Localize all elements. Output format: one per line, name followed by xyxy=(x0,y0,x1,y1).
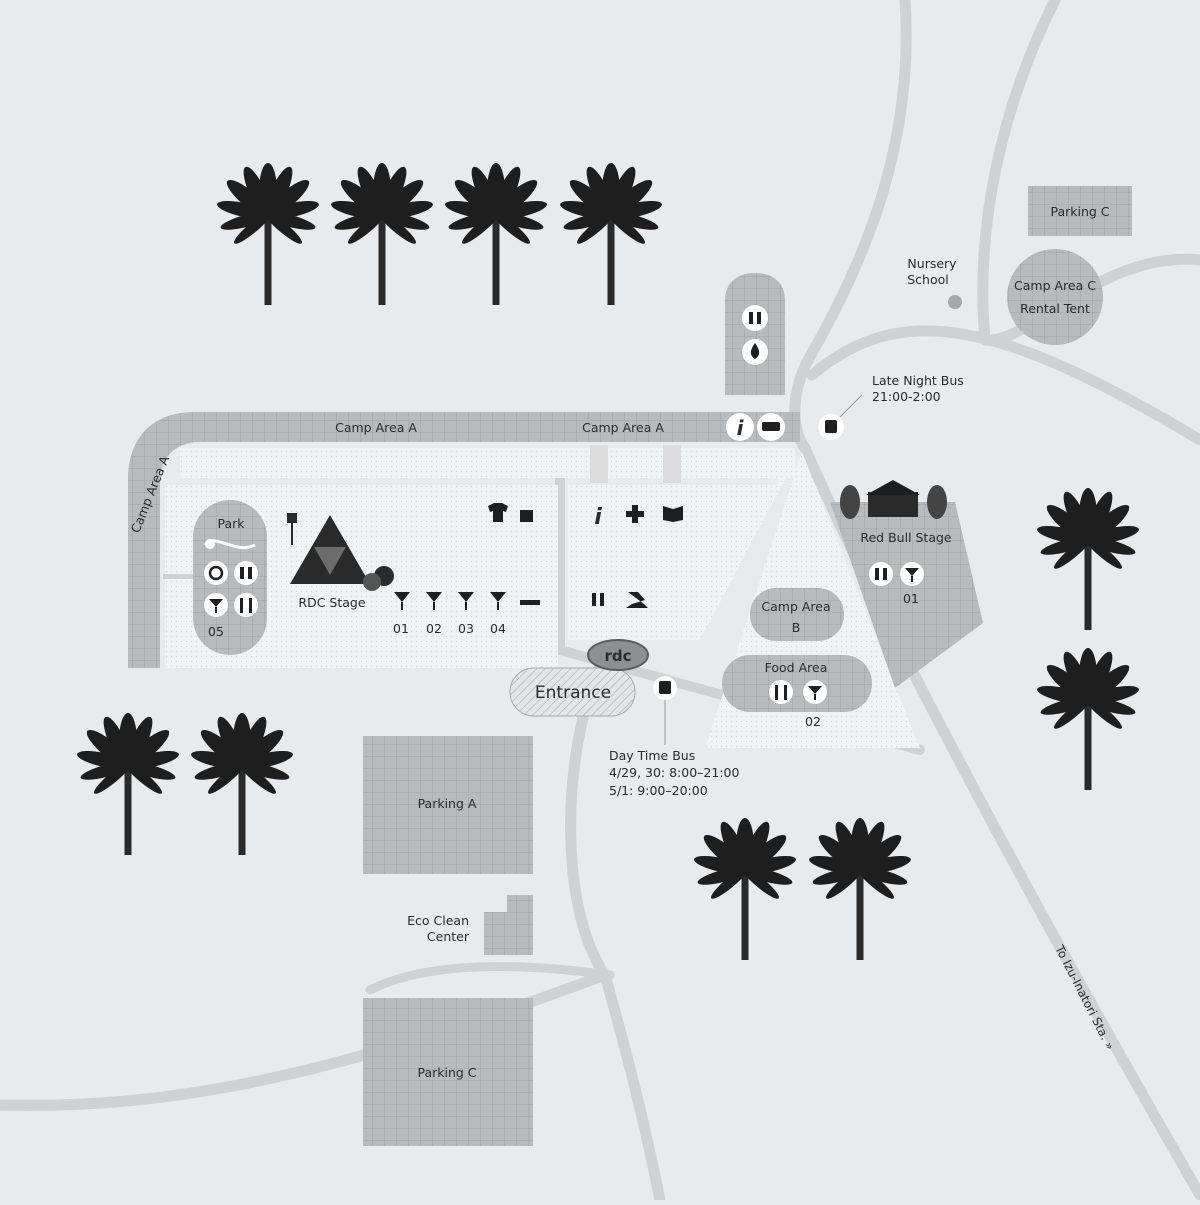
to-station-label: To Izu-Inatori Sta. » xyxy=(1052,942,1117,1052)
parking-c-top[interactable]: Parking C xyxy=(1028,186,1132,236)
food-area-number: 02 xyxy=(805,714,821,729)
cocktail-icon[interactable] xyxy=(426,592,442,610)
cocktail-icon[interactable] xyxy=(394,592,410,610)
svg-text:i: i xyxy=(737,416,745,440)
bar-number-04: 04 xyxy=(490,621,506,636)
parking-a-label: Parking A xyxy=(418,796,477,811)
palm-tree-icon xyxy=(558,163,664,305)
info-icon[interactable]: i xyxy=(594,505,602,530)
entrance[interactable]: Entrance rdc xyxy=(509,639,649,717)
fork-knife-icon[interactable] xyxy=(769,680,793,704)
late-night-bus-title: Late Night Bus xyxy=(872,373,964,388)
info-icon[interactable] xyxy=(726,413,754,441)
bar-number-01: 01 xyxy=(393,621,409,636)
nursery-label-2: School xyxy=(907,272,949,287)
eco-label-1: Eco Clean xyxy=(407,913,469,928)
info-section-icons: i xyxy=(592,505,683,608)
red-bull-stage[interactable]: Red Bull Stage 01 xyxy=(830,480,983,688)
nursery-school[interactable]: Nursery School xyxy=(907,256,962,309)
red-bull-stage-label: Red Bull Stage xyxy=(860,530,952,545)
park-icons xyxy=(204,561,258,617)
parking-c-bottom[interactable]: Parking C xyxy=(363,998,533,1146)
rdc-logo-text: rdc xyxy=(604,647,631,665)
rdc-stage[interactable]: RDC Stage xyxy=(287,513,394,610)
cocktail-icon[interactable] xyxy=(490,592,506,610)
rdc-logo xyxy=(587,639,649,671)
cocktail-icon[interactable] xyxy=(458,592,474,610)
palm-tree-icon xyxy=(75,713,181,855)
park-number: 05 xyxy=(208,624,224,639)
top-road-icons: i xyxy=(726,413,785,441)
day-bus-title: Day Time Bus xyxy=(609,748,695,763)
camp-area-a-label-1: Camp Area A xyxy=(335,420,417,435)
birdhouse-icon xyxy=(287,513,297,523)
parking-a[interactable]: Parking A xyxy=(363,736,533,874)
camp-area-c[interactable]: Camp Area C Rental Tent xyxy=(1007,249,1103,345)
eco-label-2: Center xyxy=(427,929,470,944)
coffee-icon[interactable] xyxy=(520,510,533,522)
red-bull-number: 01 xyxy=(903,591,919,606)
rdc-stage-label: RDC Stage xyxy=(298,595,365,610)
fork-knife-icon[interactable] xyxy=(234,593,258,617)
nursery-label-1: Nursery xyxy=(907,256,957,271)
palm-tree-icon xyxy=(189,713,295,855)
bar-number-02: 02 xyxy=(426,621,442,636)
medical-cross-icon[interactable] xyxy=(626,505,644,523)
food-area[interactable]: Food Area 02 xyxy=(722,655,872,729)
eco-clean-center[interactable]: Eco Clean Center xyxy=(407,895,533,955)
camp-area-a-label-2: Camp Area A xyxy=(582,420,664,435)
palm-tree-icon xyxy=(443,163,549,305)
smoking-icon[interactable] xyxy=(520,600,540,605)
camp-area-b-label-1: Camp Area xyxy=(761,599,830,614)
turntable-icon[interactable] xyxy=(204,561,228,585)
palm-tree-icon xyxy=(807,818,913,960)
merch-icons xyxy=(488,503,533,522)
restroom-icon[interactable] xyxy=(234,561,258,585)
palm-tree-icon xyxy=(1035,488,1141,630)
bar-number-03: 03 xyxy=(458,621,474,636)
late-night-bus-time: 21:00-2:00 xyxy=(872,389,941,404)
parking-c-bottom-label: Parking C xyxy=(417,1065,476,1080)
camp-area-c-label-2: Rental Tent xyxy=(1020,301,1090,316)
bar-row: 01 02 03 04 xyxy=(393,592,540,636)
restroom-icon[interactable] xyxy=(869,562,893,586)
late-night-bus-stop[interactable]: Late Night Bus 21:00-2:00 xyxy=(818,373,964,440)
t-shirt-icon[interactable] xyxy=(488,503,508,522)
palm-tree-icon xyxy=(329,163,435,305)
entrance-label: Entrance xyxy=(535,683,611,703)
parking-c-top-label: Parking C xyxy=(1050,204,1109,219)
day-bus-schedule-1: 4/29, 30: 8:00–21:00 xyxy=(609,765,739,780)
book-icon[interactable] xyxy=(663,506,683,522)
restroom-icon[interactable] xyxy=(742,305,768,331)
camp-area-b[interactable]: Camp Area B xyxy=(750,588,844,641)
day-bus-stop[interactable]: Day Time Bus 4/29, 30: 8:00–21:00 5/1: 9… xyxy=(609,676,739,798)
camp-area-c-label-1: Camp Area C xyxy=(1014,278,1096,293)
palm-tree-icon xyxy=(215,163,321,305)
rocking-horse-icon[interactable] xyxy=(626,592,648,608)
palm-tree-icon xyxy=(1035,648,1141,790)
day-bus-schedule-2: 5/1: 9:00–20:00 xyxy=(609,783,708,798)
restroom-icon[interactable] xyxy=(592,593,604,606)
camp-area-b-label-2: B xyxy=(792,620,801,635)
facility-pill[interactable] xyxy=(725,273,785,395)
food-area-label: Food Area xyxy=(765,660,828,675)
park-label: Park xyxy=(217,516,245,531)
palm-tree-icon xyxy=(692,818,798,960)
